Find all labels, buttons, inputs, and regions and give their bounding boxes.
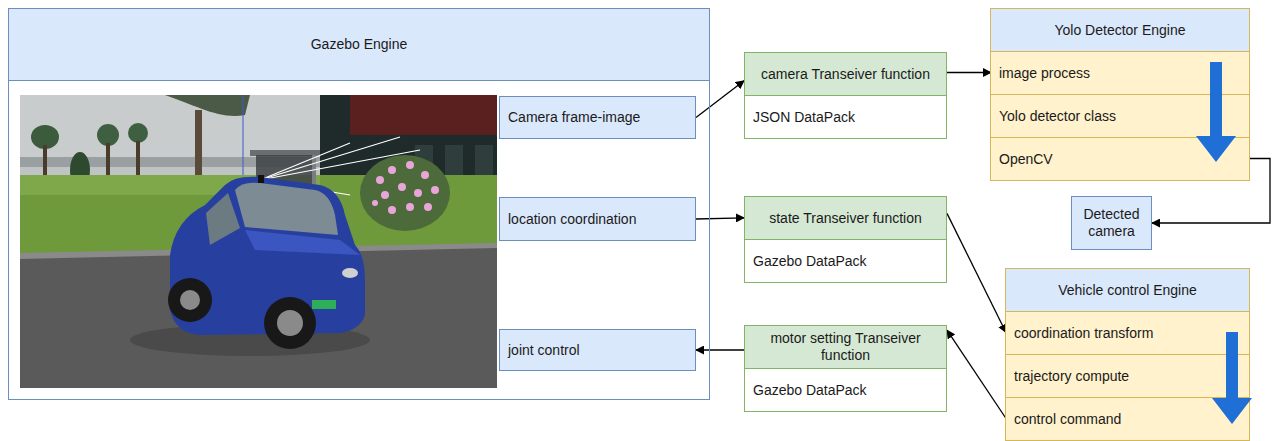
datapack-label: JSON DataPack xyxy=(753,109,855,126)
transceiver-header: motor setting Transeiver function xyxy=(745,326,946,369)
down-arrow xyxy=(1196,62,1236,162)
step-label: Yolo detector class xyxy=(999,108,1116,125)
engine-step: coordination transform xyxy=(1006,311,1249,354)
step-label: OpenCV xyxy=(999,151,1053,168)
engine-box: Yolo Detector Engine image processYolo de… xyxy=(990,8,1250,181)
engine-box: Vehicle control Engine coordination trans… xyxy=(1005,268,1250,441)
transceiver-box: motor setting Transeiver functionGazebo … xyxy=(744,325,947,412)
step-label: trajectory compute xyxy=(1014,368,1129,385)
datapack-label: Gazebo DataPack xyxy=(753,382,867,399)
flow-arrow xyxy=(947,72,991,73)
transceiver-body: JSON DataPack xyxy=(745,96,946,138)
step-label: coordination transform xyxy=(1014,325,1153,342)
flow-arrow xyxy=(947,330,1006,418)
flow-arrow xyxy=(947,213,1006,332)
transceiver-body: Gazebo DataPack xyxy=(745,240,946,282)
engine-header: Vehicle control Engine xyxy=(1006,269,1249,311)
engine-header: Yolo Detector Engine xyxy=(991,9,1249,51)
engine-frame: Gazebo EngineCamera frame-image location … xyxy=(8,8,710,400)
flower-bush xyxy=(360,155,450,231)
flow-arrow xyxy=(696,218,744,219)
engine-step: Yolo detector class xyxy=(991,94,1249,137)
engine-title: Vehicle control Engine xyxy=(1058,282,1197,299)
engine-step: OpenCV xyxy=(991,137,1249,180)
transceiver-header: camera Transeiver function xyxy=(745,53,946,96)
result-box: Detected camera xyxy=(1071,196,1152,250)
down-arrow xyxy=(1212,332,1252,424)
engine-title: Yolo Detector Engine xyxy=(1054,22,1185,39)
frame-header: Gazebo Engine xyxy=(9,9,709,81)
transceiver-body: Gazebo DataPack xyxy=(745,369,946,411)
transceiver-box: state Transeiver functionGazebo DataPack xyxy=(744,196,947,283)
transceiver-title: camera Transeiver function xyxy=(761,66,930,83)
input-port: joint control xyxy=(499,329,696,371)
simulation-scene xyxy=(20,95,497,388)
port-label: joint control xyxy=(508,342,580,359)
transceiver-box: camera Transeiver functionJSON DataPack xyxy=(744,52,947,139)
output-port: location coordination xyxy=(499,197,696,241)
engine-step: image process xyxy=(991,51,1249,94)
result-label: Detected camera xyxy=(1080,206,1143,240)
transceiver-title: motor setting Transeiver function xyxy=(753,330,938,364)
step-label: image process xyxy=(999,65,1090,82)
datapack-label: Gazebo DataPack xyxy=(753,253,867,270)
step-label: control command xyxy=(1014,411,1121,428)
flow-arrow xyxy=(696,349,744,350)
transceiver-title: state Transeiver function xyxy=(769,210,922,227)
port-label: location coordination xyxy=(508,211,636,228)
frame-title: Gazebo Engine xyxy=(311,36,408,53)
engine-step: control command xyxy=(1006,397,1249,440)
car xyxy=(130,175,370,356)
flow-arrow xyxy=(696,81,744,118)
transceiver-header: state Transeiver function xyxy=(745,197,946,240)
port-label: Camera frame-image xyxy=(508,109,640,126)
output-port: Camera frame-image xyxy=(499,96,696,139)
engine-step: trajectory compute xyxy=(1006,354,1249,397)
